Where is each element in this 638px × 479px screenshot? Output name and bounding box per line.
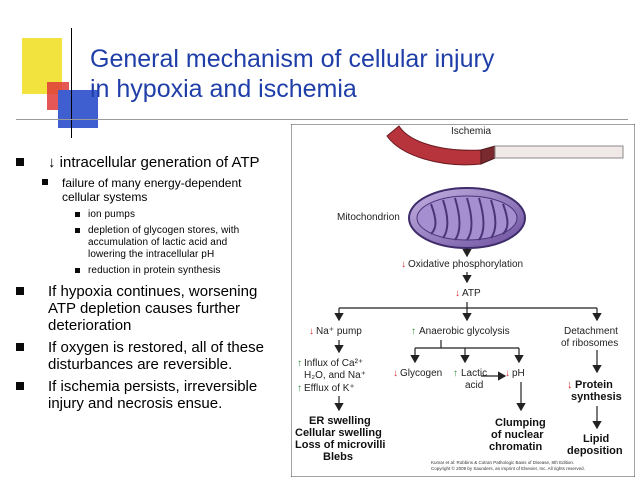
- credit-line-2: Copyright © 2009 by Saunders, an imprint…: [431, 465, 585, 471]
- bullet-item: If oxygen is restored, all of these dist…: [12, 339, 298, 373]
- label-mitochondrion: Mitochondrion: [337, 212, 400, 223]
- label-oxphos: Oxidative phosphorylation: [408, 259, 523, 270]
- glycolysis-connectors: [410, 340, 526, 412]
- bullet-item: failure of many energy-dependent cellula…: [12, 176, 252, 204]
- bullet-item: depletion of glycogen stores, with accum…: [12, 225, 268, 261]
- atp-branch-connectors: [334, 302, 602, 322]
- label-influx-ca: Influx of Ca²⁺: [304, 358, 363, 369]
- bullet-text: If oxygen is restored, all of these dist…: [48, 339, 264, 373]
- bullet-square-icon: [75, 268, 80, 273]
- label-detachment-2: of ribosomes: [561, 338, 618, 349]
- label-clumping-1: Clumping: [495, 417, 546, 429]
- label-er-1: ER swelling: [309, 415, 371, 427]
- bullet-square-icon: [16, 382, 24, 390]
- vessel-wall-illustration: [494, 145, 624, 159]
- down-arrow-icon: ↓: [393, 368, 398, 379]
- label-detachment-1: Detachment: [564, 326, 618, 337]
- title-line-1: General mechanism of cellular injury: [90, 45, 495, 73]
- bullet-text: If hypoxia continues, worsening ATP depl…: [48, 283, 258, 334]
- mitochondrion-illustration: [408, 187, 526, 249]
- label-lipid-1: Lipid: [583, 433, 609, 445]
- diagram-frame: [291, 124, 635, 477]
- deco-blue-block: [58, 90, 98, 128]
- label-glycogen: Glycogen: [400, 368, 442, 379]
- label-lactic-2: acid: [465, 380, 483, 391]
- bullet-text: failure of many energy-dependent cellula…: [62, 176, 242, 204]
- bullet-list: ↓ intracellular generation of ATP failur…: [12, 154, 294, 417]
- label-lipid-2: deposition: [567, 445, 623, 457]
- up-arrow-icon: ↑: [297, 358, 302, 369]
- down-arrow-icon: ↓: [309, 326, 314, 337]
- bullet-square-icon: [75, 228, 80, 233]
- bullet-text: reduction in protein synthesis: [88, 265, 221, 276]
- bullet-item: reduction in protein synthesis: [12, 265, 294, 277]
- credit-line-1: Kumar et al: Robbins & Cotran Pathologic…: [431, 460, 574, 465]
- bullet-item: If hypoxia continues, worsening ATP depl…: [12, 283, 274, 334]
- bullet-square-icon: [16, 287, 24, 295]
- label-na-pump: Na⁺ pump: [316, 326, 362, 337]
- label-er-2: Cellular swelling: [295, 427, 382, 439]
- label-ph: pH: [512, 368, 525, 379]
- label-clumping-3: chromatin: [489, 441, 542, 453]
- down-arrow-icon: ↓: [455, 288, 460, 299]
- label-anaerobic-glycolysis: Anaerobic glycolysis: [419, 326, 510, 337]
- bullet-square-icon: [16, 343, 24, 351]
- deco-horizontal-line: [16, 119, 628, 120]
- bullet-text: depletion of glycogen stores, with accum…: [88, 225, 240, 260]
- up-arrow-icon: ↑: [411, 326, 416, 337]
- label-er-3: Loss of microvilli: [295, 439, 385, 451]
- deco-vertical-line: [71, 28, 72, 138]
- label-atp: ATP: [462, 288, 481, 299]
- label-influx-h2o: H₂O, and Na⁺: [304, 370, 366, 381]
- ischemia-flow-diagram: Ischemia Mitochondrion ↓ Oxidative phosp…: [291, 124, 635, 477]
- up-arrow-icon: ↑: [453, 368, 458, 379]
- bullet-square-icon: [75, 212, 80, 217]
- bullet-text: If ischemia persists, irreversible injur…: [48, 378, 258, 412]
- label-protein-1: Protein: [575, 379, 613, 391]
- bullet-item: ↓ intracellular generation of ATP: [12, 154, 294, 171]
- label-ischemia: Ischemia: [451, 126, 491, 137]
- label-clumping-2: of nuclear: [491, 429, 544, 441]
- bullet-text: ↓ intracellular generation of ATP: [48, 154, 260, 171]
- bullet-square-icon: [42, 179, 48, 185]
- up-arrow-icon: ↑: [297, 383, 302, 394]
- bullet-item: If ischemia persists, irreversible injur…: [12, 378, 274, 412]
- bullet-text: ion pumps: [88, 209, 136, 220]
- label-protein-2: synthesis: [571, 391, 622, 403]
- label-efflux-k: Efflux of K⁺: [304, 383, 355, 394]
- bullet-square-icon: [16, 158, 24, 166]
- title-line-2: in hypoxia and ischemia: [90, 75, 357, 103]
- slide-title: General mechanism of cellular injury in …: [90, 44, 630, 104]
- down-arrow-icon: ↓: [505, 368, 510, 379]
- bullet-item: ion pumps: [12, 209, 294, 221]
- label-er-4: Blebs: [323, 451, 353, 463]
- label-lactic-1: Lactic: [461, 368, 487, 379]
- down-arrow-icon: ↓: [567, 379, 573, 391]
- down-arrow-icon: ↓: [401, 259, 406, 270]
